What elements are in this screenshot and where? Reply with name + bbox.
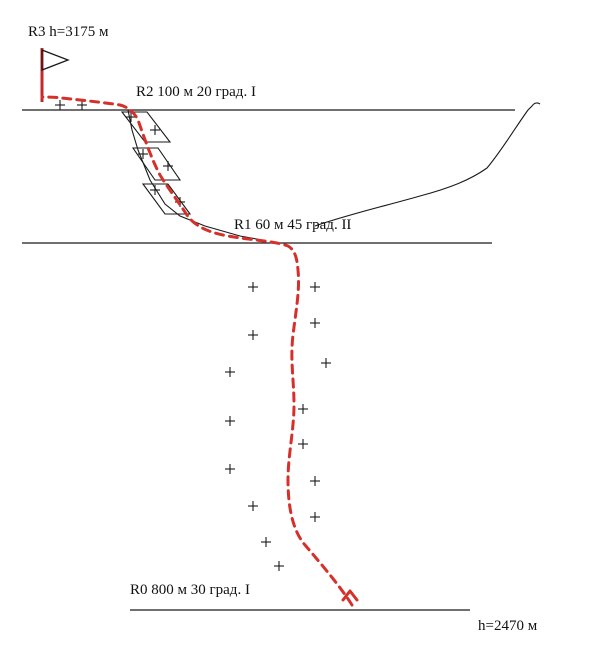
- flag-icon: [40, 48, 70, 102]
- plus-icon: [225, 416, 235, 426]
- plus-icon: [310, 282, 320, 292]
- plus-icon: [274, 561, 284, 571]
- plus-icon: [55, 100, 65, 110]
- plus-icon: [126, 112, 136, 122]
- ascent-route: [40, 95, 354, 607]
- plus-icon: [248, 501, 258, 511]
- r1-label: R1 60 м 45 град. II: [234, 217, 352, 233]
- r0-label: R0 800 м 30 град. I: [130, 582, 250, 598]
- summit-label: R3 h=3175 м: [28, 24, 109, 40]
- plus-icon: [248, 282, 258, 292]
- r2-label: R2 100 м 20 град. I: [136, 84, 256, 100]
- rock-block: [120, 111, 172, 143]
- plus-icon: [261, 537, 271, 547]
- rock-block: [141, 183, 192, 215]
- arrow-up-icon: [341, 589, 359, 602]
- plus-icon: [310, 512, 320, 522]
- plus-icon: [225, 464, 235, 474]
- plus-icon: [310, 476, 320, 486]
- plus-icon: [298, 439, 308, 449]
- plus-icon: [150, 185, 160, 195]
- plus-icon: [225, 367, 235, 377]
- plus-icon: [163, 161, 173, 171]
- plus-icon: [138, 149, 148, 159]
- slope-edge: [127, 109, 263, 241]
- plus-icon: [321, 358, 331, 368]
- rock-block: [131, 147, 182, 181]
- base-elevation-label: h=2470 м: [478, 618, 538, 634]
- rock-markers: [55, 100, 331, 571]
- ridge-profile: [314, 102, 541, 227]
- plus-icon: [248, 330, 258, 340]
- plus-icon: [310, 318, 320, 328]
- plus-icon: [150, 125, 160, 135]
- plus-icon: [298, 404, 308, 414]
